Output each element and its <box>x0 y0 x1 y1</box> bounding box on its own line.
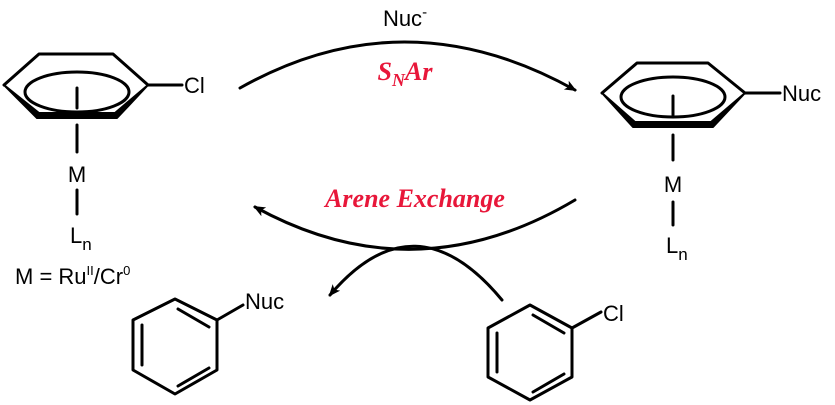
snar-label: SNAr <box>378 57 434 90</box>
pi-ellipse <box>23 70 131 114</box>
cl-label: Cl <box>184 73 205 98</box>
free-nucleophile-arene: Nuc <box>131 289 284 396</box>
benzene-ring <box>131 297 219 396</box>
nuc-label: Nuc <box>245 289 284 314</box>
metal-label: M <box>68 162 86 187</box>
snar-arrow <box>238 40 577 92</box>
arene-exchange-label: Arene Exchange <box>323 184 505 213</box>
arene-ring <box>2 52 150 87</box>
cl-bond <box>570 310 603 330</box>
nucleophile-arene-metal-complex: Nuc M Ln <box>600 61 821 264</box>
metal-label: M <box>664 172 682 197</box>
nucleophile-label: Nuc- <box>383 4 427 31</box>
nuc-label: Nuc <box>782 81 821 106</box>
cl-label: Cl <box>603 301 624 326</box>
free-chloroarene: Cl <box>486 301 624 402</box>
ligand-label: Ln <box>70 223 92 254</box>
chloroarene-metal-complex: Cl M Ln <box>2 52 205 254</box>
arene-swap-arrow <box>328 244 504 302</box>
arene-ring <box>600 61 747 95</box>
arene-exchange-arrow <box>253 198 577 251</box>
benzene-ring <box>486 303 574 402</box>
nuc-bond <box>215 303 245 322</box>
metal-definition: M = RuII/Cr0 <box>15 263 130 289</box>
pi-ellipse <box>619 75 727 119</box>
ligand-label: Ln <box>666 233 688 264</box>
